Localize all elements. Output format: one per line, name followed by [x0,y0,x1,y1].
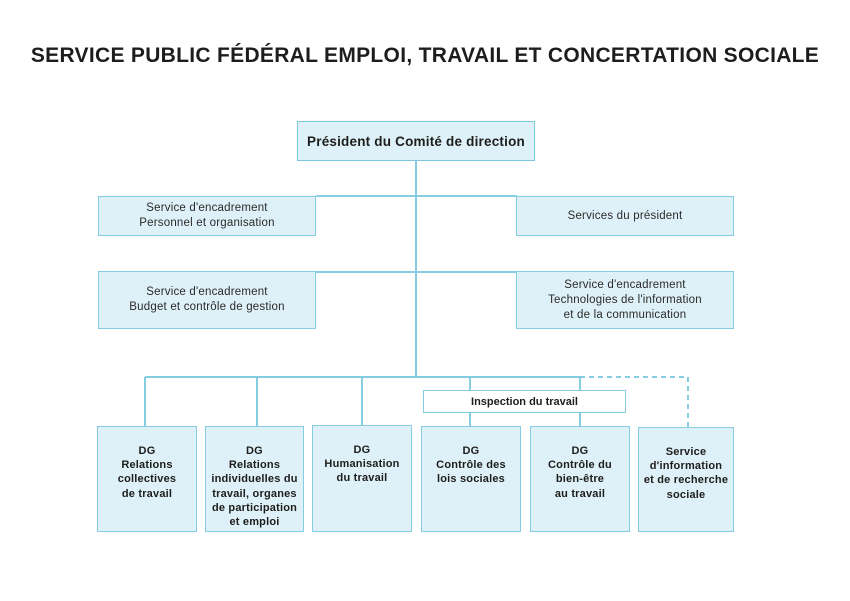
social-research-service-label: Service d'information et de recherche so… [643,446,729,501]
support-service-personnel-label: Service d'encadrement Personnel et organ… [139,202,275,229]
dg-collective-relations-label: DG Relations collectives de travail [117,445,177,500]
support-service-ict: Service d'encadrement Technologies de l'… [516,271,734,329]
president-box: Président du Comité de direction [297,121,535,161]
support-service-budget-label: Service d'encadrement Budget et contrôle… [129,286,285,313]
dg-collective-relations: DG Relations collectives de travail [97,426,197,532]
inspection-label: Inspection du travail [471,395,578,408]
dg-social-law-control-label: DG Contrôle des lois sociales [436,445,506,486]
dg-wellbeing-control: DG Contrôle du bien-être au travail [530,426,630,532]
support-service-president-label: Services du président [567,209,683,222]
dg-humanisation: DG Humanisation du travail [312,425,412,532]
dg-wellbeing-control-label: DG Contrôle du bien-être au travail [548,445,612,500]
support-service-ict-label: Service d'encadrement Technologies de l'… [548,278,702,321]
social-research-service: Service d'information et de recherche so… [638,427,734,532]
dg-social-law-control: DG Contrôle des lois sociales [421,426,521,532]
support-service-budget: Service d'encadrement Budget et contrôle… [98,271,316,329]
dg-individual-relations-label: DG Relations individuelles du travail, o… [211,445,298,529]
dg-individual-relations: DG Relations individuelles du travail, o… [205,426,304,532]
inspection-box: Inspection du travail [423,390,626,413]
support-service-personnel: Service d'encadrement Personnel et organ… [98,196,316,236]
support-service-president: Services du président [516,196,734,236]
page-title: SERVICE PUBLIC FÉDÉRAL EMPLOI, TRAVAIL E… [30,44,820,67]
president-label: Président du Comité de direction [307,133,525,149]
dg-humanisation-label: DG Humanisation du travail [324,444,400,485]
